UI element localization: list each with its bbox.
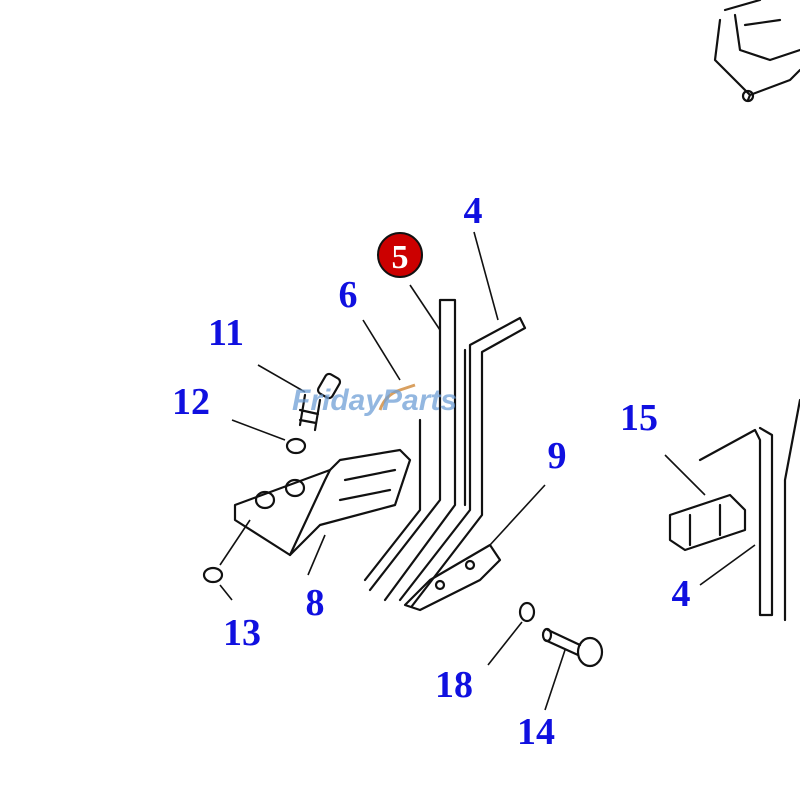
callout-6[interactable]: 6 <box>339 274 358 316</box>
callout-12[interactable]: 12 <box>172 381 210 423</box>
washer-13 <box>202 566 224 584</box>
bolt-11 <box>298 372 342 432</box>
plate-9 <box>403 543 502 612</box>
callout-5[interactable]: 5 <box>392 239 409 276</box>
callout-4[interactable]: 4 <box>464 190 483 232</box>
watermark-logo: FridayParts <box>292 384 457 417</box>
callout-15[interactable]: 15 <box>620 397 658 439</box>
callout-8[interactable]: 8 <box>306 582 325 624</box>
bolt-14 <box>541 627 604 668</box>
clamp-15 <box>668 493 747 552</box>
callout-18[interactable]: 18 <box>435 664 473 706</box>
rod-4-right <box>698 398 800 622</box>
washer-12 <box>285 437 307 455</box>
callout-14[interactable]: 14 <box>517 711 555 753</box>
washer-18 <box>518 601 536 623</box>
bracket-8 <box>233 448 412 557</box>
rod-5 <box>363 298 457 602</box>
leader-lines <box>219 231 756 711</box>
rod-4 <box>398 316 527 608</box>
top-right-assembly <box>713 0 800 103</box>
callout-4-right[interactable]: 4 <box>672 573 691 615</box>
callout-11[interactable]: 11 <box>208 312 244 354</box>
callout-5-badge <box>377 232 423 278</box>
clip-6 <box>378 383 416 411</box>
callout-13[interactable]: 13 <box>223 612 261 654</box>
callout-9[interactable]: 9 <box>548 435 567 477</box>
